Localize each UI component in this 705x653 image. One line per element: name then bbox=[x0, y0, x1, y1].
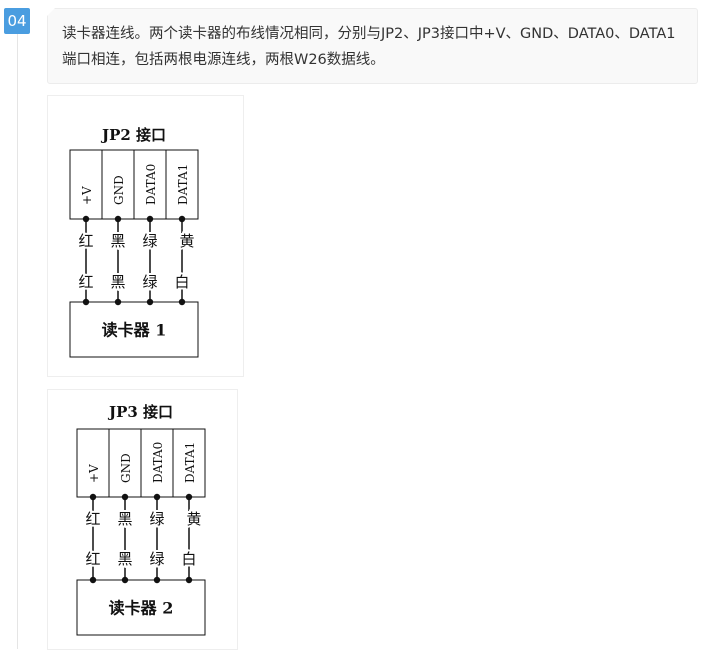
pin-label: GND bbox=[119, 453, 133, 483]
pin-label: DATA1 bbox=[183, 442, 197, 483]
step-badge: 04 bbox=[4, 8, 30, 34]
connector-dot bbox=[146, 215, 154, 223]
wire-color-top: 黑 bbox=[110, 232, 125, 250]
pin-label: DATA0 bbox=[144, 164, 158, 205]
wire-color-top: 红 bbox=[78, 232, 93, 250]
wire-color-bottom: 绿 bbox=[149, 550, 164, 568]
wire-color-top: 黄 bbox=[186, 510, 201, 528]
wire-color-top: 绿 bbox=[149, 510, 164, 528]
pin-label: DATA0 bbox=[151, 442, 165, 483]
connector-dot bbox=[82, 215, 90, 223]
pin-label: GND bbox=[112, 175, 126, 205]
wire-color-bottom: 红 bbox=[85, 550, 100, 568]
pin-label: +V bbox=[87, 464, 101, 483]
wire-color-bottom: 绿 bbox=[142, 273, 157, 291]
wire-color-bottom: 白 bbox=[174, 273, 189, 291]
wire-color-bottom: 黑 bbox=[117, 550, 132, 568]
connector-dot bbox=[153, 493, 161, 501]
pin-label: DATA1 bbox=[176, 164, 190, 205]
pin-label: +V bbox=[80, 186, 94, 205]
step-description: 读卡器连线。两个读卡器的布线情况相同，分别与JP2、JP3接口中+V、GND、D… bbox=[47, 8, 698, 84]
connector-dot bbox=[121, 493, 129, 501]
reader-box bbox=[69, 301, 199, 358]
connector-dot bbox=[185, 493, 193, 501]
reader-box bbox=[76, 579, 206, 636]
wire-color-bottom: 黑 bbox=[110, 273, 125, 291]
connector-dot bbox=[178, 215, 186, 223]
wire-color-top: 黄 bbox=[179, 232, 194, 250]
wire-color-top: 绿 bbox=[142, 232, 157, 250]
timeline-line bbox=[17, 34, 18, 649]
wire-color-top: 黑 bbox=[117, 510, 132, 528]
wire-color-top: 红 bbox=[85, 510, 100, 528]
connector-title: JP2 接口 bbox=[100, 126, 166, 144]
wire-color-bottom: 红 bbox=[78, 273, 93, 291]
reader-label: 读卡器 1 bbox=[102, 321, 167, 340]
connector-dot bbox=[114, 215, 122, 223]
reader-label: 读卡器 2 bbox=[109, 599, 174, 618]
connector-title: JP3 接口 bbox=[107, 403, 173, 421]
wire-color-bottom: 白 bbox=[181, 550, 196, 568]
connector-dot bbox=[89, 493, 97, 501]
